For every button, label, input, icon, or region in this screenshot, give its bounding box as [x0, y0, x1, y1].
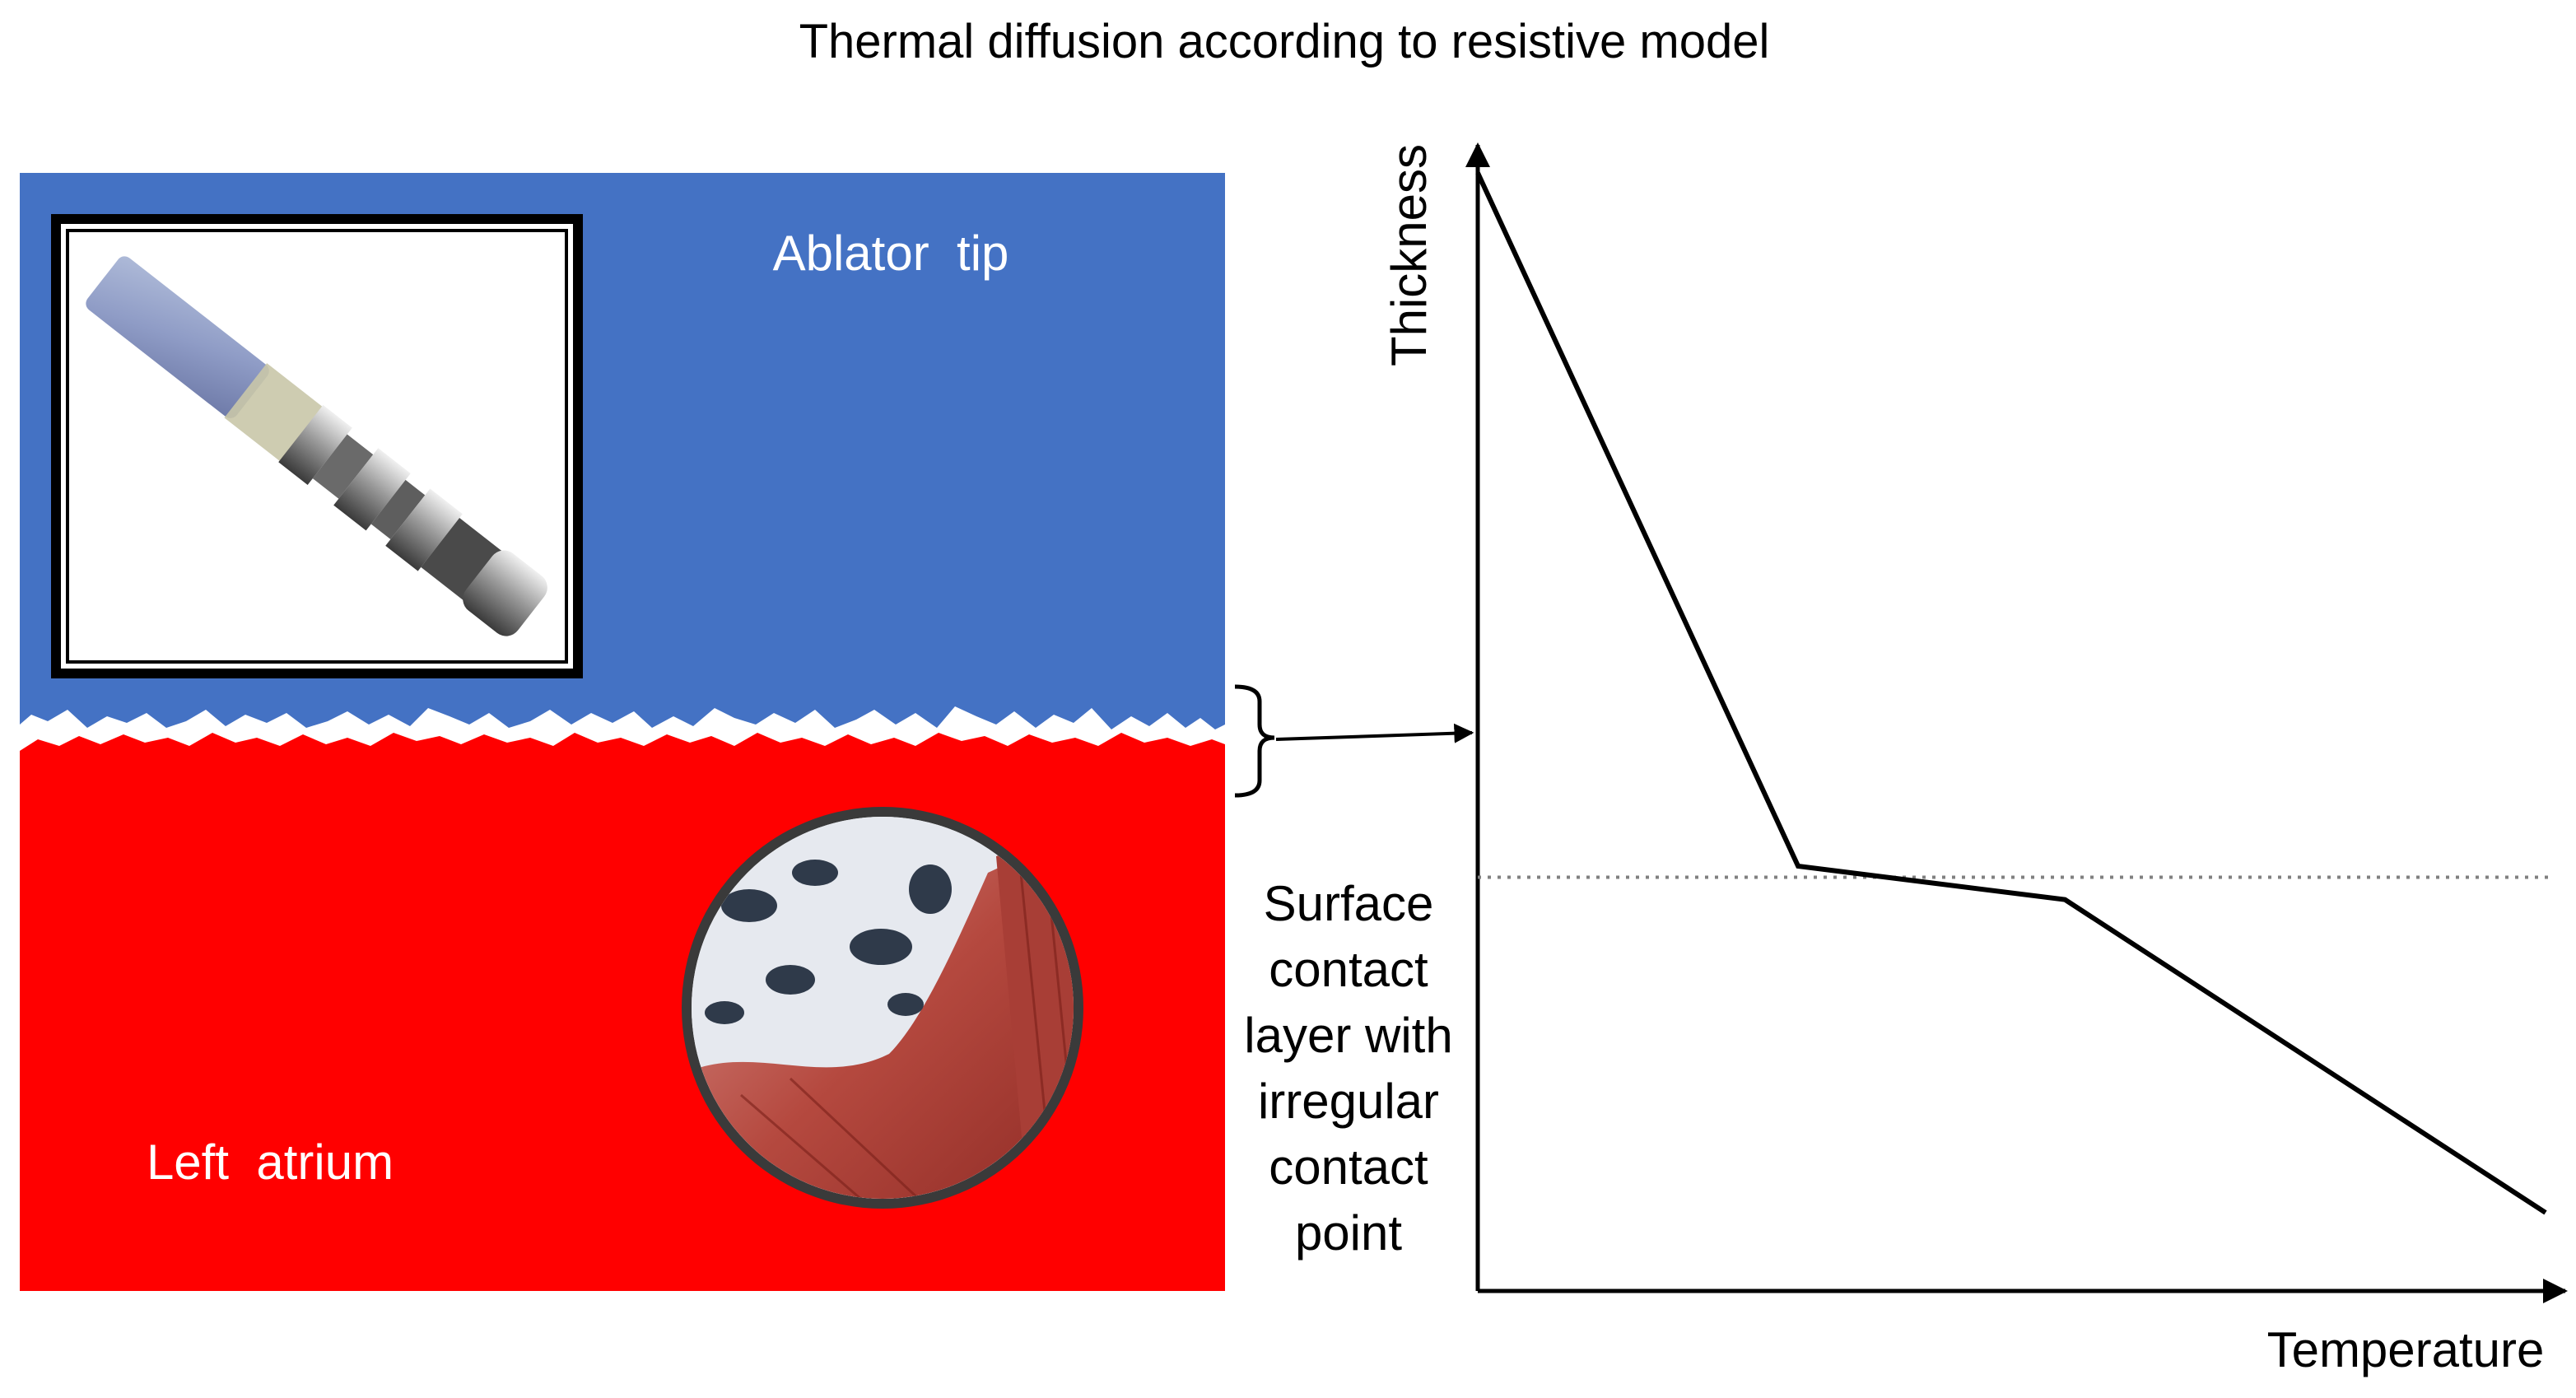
tissue-magnifier-icon	[682, 807, 1083, 1209]
temperature-profile-line	[1475, 171, 2547, 1215]
surface-line-3: layer with	[1244, 1008, 1452, 1063]
left-atrium-label: Left atrium	[147, 1135, 394, 1190]
thermal-chart: Thickness Temperature	[1381, 142, 2568, 1377]
catheter-photo-icon	[51, 214, 583, 678]
y-axis-label: Thickness	[1381, 144, 1437, 366]
figure-title: Thermal diffusion according to resistive…	[799, 15, 1770, 68]
surface-contact-label: Surface contact layer with irregular con…	[1244, 876, 1452, 1261]
surface-line-1: Surface	[1264, 876, 1434, 931]
ablator-tip-label: Ablator tip	[773, 226, 1009, 281]
contact-layer-brace	[1234, 684, 1275, 798]
surface-line-5: contact	[1269, 1139, 1428, 1195]
x-axis-label: Temperature	[2267, 1322, 2545, 1377]
contact-layer-arrow	[1275, 723, 1474, 743]
surface-line-6: point	[1295, 1205, 1402, 1261]
surface-line-2: contact	[1269, 942, 1428, 997]
surface-line-4: irregular	[1258, 1074, 1439, 1129]
